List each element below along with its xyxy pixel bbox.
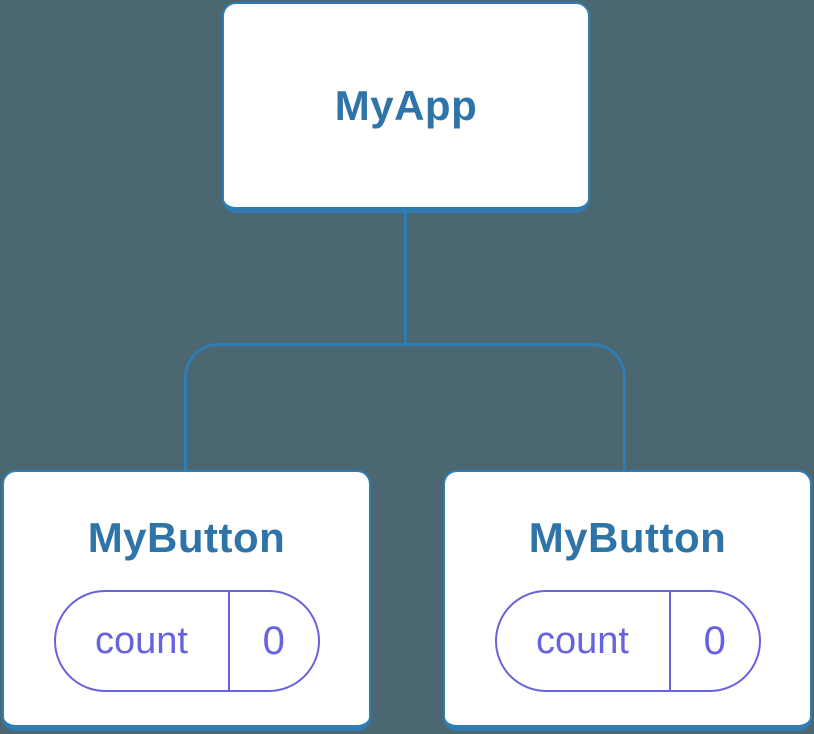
component-node-child-left: MyButton count 0 [2,470,371,731]
state-value-right: 0 [703,618,726,663]
state-name-right: count [536,619,629,662]
component-node-child-right: MyButton count 0 [443,470,812,731]
state-pill-left: count 0 [53,590,320,692]
state-value-left: 0 [262,618,285,663]
pill-divider-left [227,592,230,690]
component-label-child-left: MyButton [87,514,286,561]
connector-stem [404,211,407,345]
pill-divider-right [668,592,671,690]
connector-bracket [184,343,626,470]
component-node-root: MyApp [222,2,590,213]
component-label-root: MyApp [334,81,478,129]
state-pill-right: count 0 [494,590,761,692]
state-name-left: count [95,619,188,662]
component-label-child-right: MyButton [528,514,727,561]
